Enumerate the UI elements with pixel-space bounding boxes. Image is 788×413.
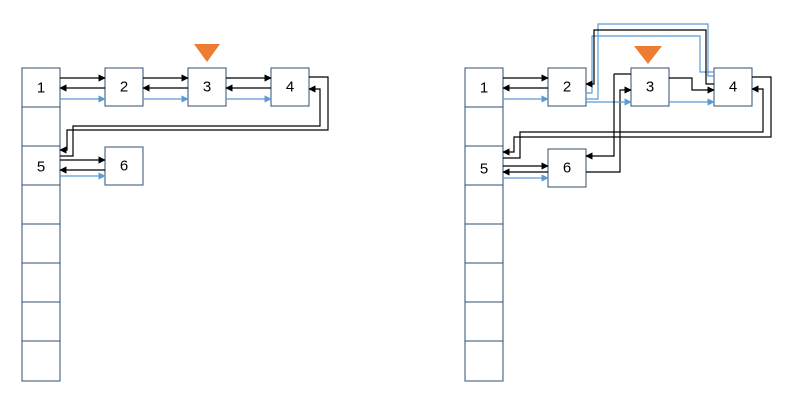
node-2-label: 2 (120, 79, 128, 96)
array-cell (21, 184, 61, 225)
array-cell (464, 106, 504, 147)
wrap-link (59, 76, 329, 154)
node-2 (104, 67, 144, 107)
order-link (586, 23, 714, 100)
array-cell (464, 184, 504, 225)
array-cell-label: 1 (37, 80, 45, 97)
array-cell (464, 340, 504, 382)
left-links (59, 74, 329, 180)
right-nodes: 2 3 4 6 (547, 67, 753, 188)
array-cell-label: 5 (37, 159, 45, 176)
array-cell (21, 340, 61, 382)
array-cell (21, 223, 61, 264)
left-nodes: 2 3 4 6 (104, 67, 310, 186)
next-link (619, 86, 632, 162)
array-cell (464, 223, 504, 264)
down-triangle-icon (634, 46, 662, 64)
array-cell-label: 5 (480, 161, 488, 178)
array-cell (21, 301, 61, 342)
down-triangle-icon (194, 44, 220, 62)
node-6 (104, 146, 144, 186)
next-link (688, 77, 715, 94)
order-link (586, 35, 714, 94)
array-cell (21, 67, 61, 108)
array-cell (464, 262, 504, 303)
node-6-label: 6 (120, 158, 128, 175)
left-diagram: 1 5 2 3 4 6 (21, 44, 329, 382)
node-4-label: 4 (729, 79, 737, 96)
array-cell (21, 262, 61, 303)
right-array: 1 5 (464, 67, 504, 382)
node-2-label: 2 (563, 79, 571, 96)
wrap-link (502, 76, 772, 156)
right-diagram: 1 5 2 3 4 6 (464, 23, 772, 382)
wrap-link (503, 85, 764, 159)
prev-link (586, 162, 621, 173)
wrap-link (60, 85, 321, 157)
prev-link (585, 29, 714, 88)
node-3-label: 3 (203, 79, 211, 96)
right-links (502, 23, 772, 182)
node-6-label: 6 (563, 160, 571, 177)
node-6 (547, 148, 587, 188)
array-cell-label: 1 (480, 80, 488, 97)
array-cell (464, 301, 504, 342)
node-4-label: 4 (286, 79, 294, 96)
node-4 (270, 67, 310, 107)
next-link (585, 74, 615, 160)
array-cell (21, 145, 61, 186)
array-cell (464, 145, 504, 186)
left-array: 1 5 (21, 67, 61, 382)
node-3-label: 3 (646, 79, 654, 96)
array-cell (21, 106, 61, 147)
node-4 (713, 67, 753, 107)
